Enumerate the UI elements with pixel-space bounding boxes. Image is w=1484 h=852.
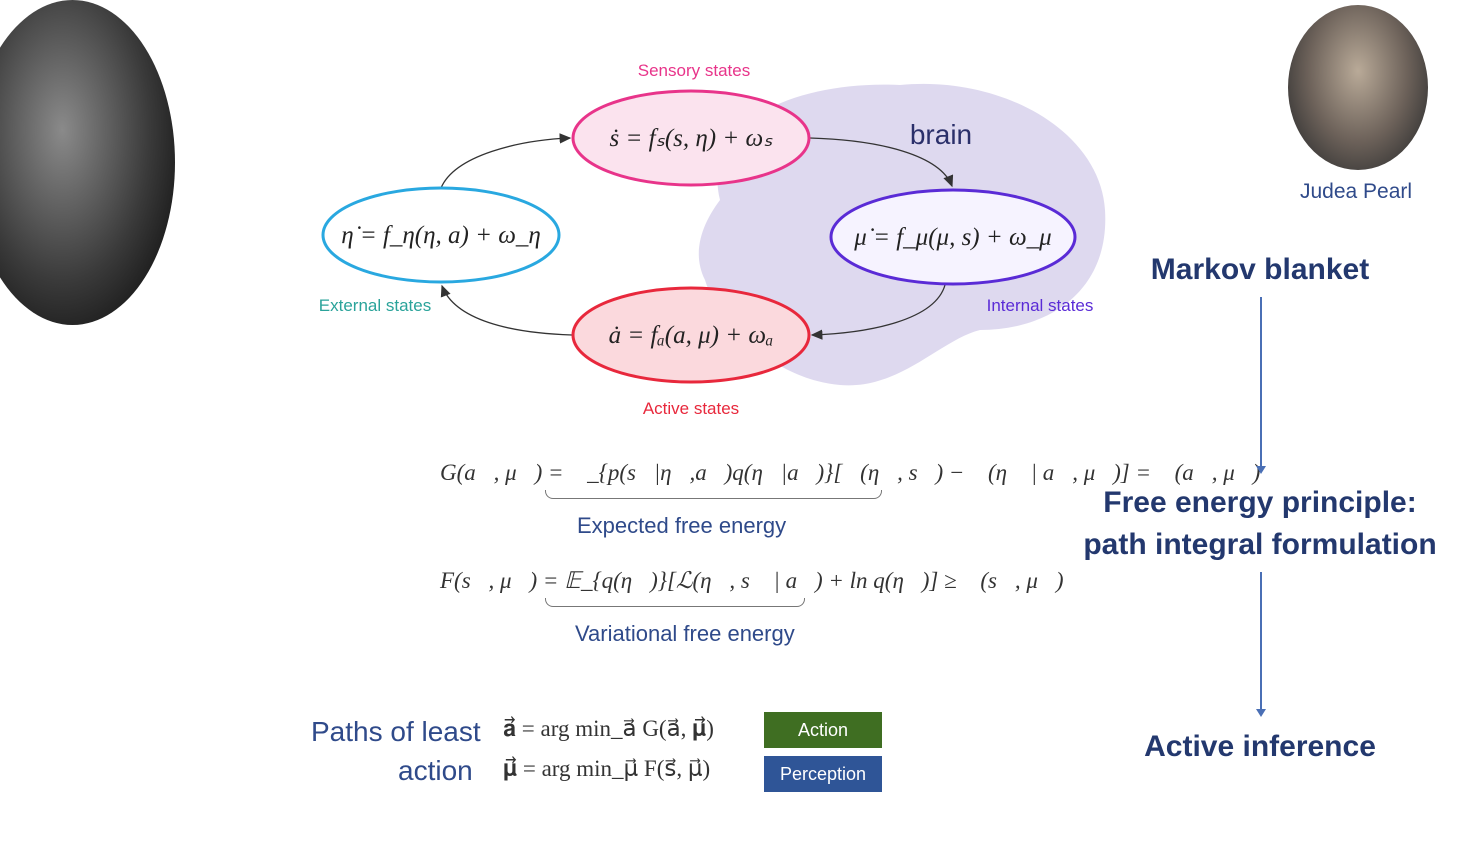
arrow-external-to-sensory (440, 133, 572, 189)
paths-label-line1: Paths of least (311, 716, 481, 747)
arrow-internal-to-active (810, 284, 946, 340)
external-label: External states (319, 296, 431, 315)
action-equation: 𝐚⃗ = arg min_a⃗ G(a⃗, 𝛍⃗) (503, 716, 714, 741)
flow-arrow-1 (1260, 297, 1262, 467)
internal-states-node (829, 188, 1077, 286)
sensory-label: Sensory states (638, 61, 750, 80)
variational-free-energy-label: Variational free energy (575, 621, 795, 646)
internal-label: Internal states (987, 296, 1094, 315)
action-button[interactable]: Action (764, 712, 882, 748)
sensory-states-node (571, 89, 811, 187)
markov-blanket-diagram: ṡ = fₛ(s, η) + ωₛ η̇ = f_η(η, a) + ω_η μ… (319, 61, 1106, 418)
active-states-node (571, 286, 811, 384)
expected-free-energy-equation: G(a⃗, μ⃗) = 𝔼_{p(s⃗|η⃗,a⃗)q(η⃗|a⃗)}[ℒ(η⃗… (440, 460, 1261, 485)
free-energy-principle-heading-2: path integral formulation (1083, 528, 1437, 561)
flow-arrowhead-1 (1256, 466, 1266, 474)
portrait-left (0, 0, 175, 325)
expected-brace (545, 490, 882, 499)
external-equation: η̇ = f_η(η, a) + ω_η (341, 222, 541, 249)
expected-free-energy-label: Expected free energy (577, 513, 787, 538)
variational-brace (545, 598, 805, 607)
active-inference-heading: Active inference (1144, 730, 1376, 763)
perception-equation: 𝛍⃗ = arg min_μ⃗ F(s⃗, μ⃗) (503, 756, 711, 781)
judea-pearl-caption: Judea Pearl (1300, 180, 1413, 203)
brain-label: brain (910, 119, 972, 150)
paths-label-line2: action (398, 755, 473, 786)
perception-button[interactable]: Perception (764, 756, 882, 792)
active-equation: ȧ = fₐ(a, μ) + ωₐ (609, 322, 774, 349)
variational-free-energy-equation: F(s⃗, μ⃗) = 𝔼_{q(η⃗)}[ℒ(η⃗, s⃗ | a⃗) + l… (440, 568, 1064, 593)
markov-blanket-heading: Markov blanket (1150, 253, 1370, 286)
portrait-judea-pearl (1288, 5, 1428, 170)
arrow-sensory-to-internal (809, 137, 954, 188)
arrow-active-to-external (440, 284, 573, 336)
flow-arrowhead-2 (1256, 709, 1266, 717)
internal-equation: μ̇ = f_μ(μ, s) + ω_μ (853, 224, 1051, 251)
free-energy-principle-heading-1: Free energy principle: (1103, 486, 1417, 519)
flow-arrow-2 (1260, 572, 1262, 710)
active-label: Active states (643, 399, 739, 418)
external-states-node (321, 186, 561, 284)
sensory-equation: ṡ = fₛ(s, η) + ωₛ (609, 125, 773, 152)
